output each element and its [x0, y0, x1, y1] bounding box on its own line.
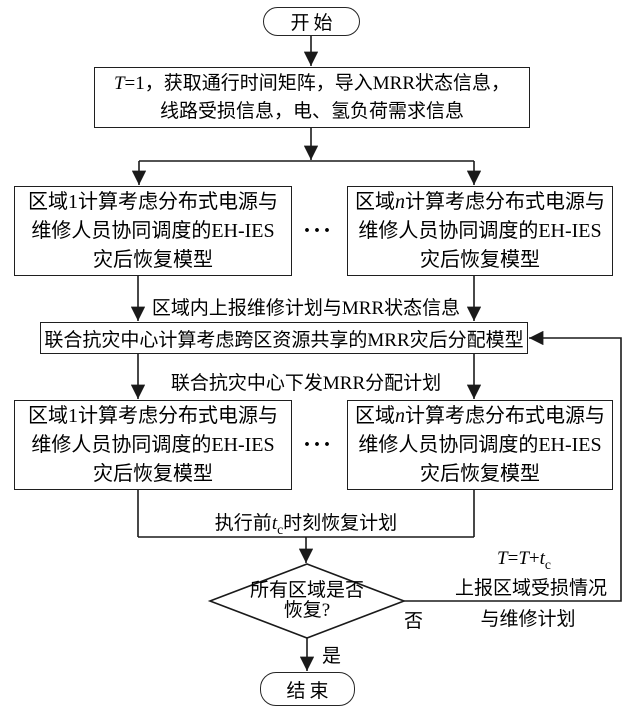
init-line-1: T=1，获取通行时间矩阵，导入MRR状态信息，	[113, 72, 511, 94]
ellipsis-bottom: ···	[302, 432, 333, 458]
region-1-box-top: 区域1计算考虑分布式电源与 维修人员协同调度的EH-IES 灾后恢复模型	[14, 186, 292, 276]
start-terminal: 开始	[263, 7, 360, 36]
ellipsis-top: ···	[302, 218, 333, 244]
feedback-loop-line	[404, 330, 622, 602]
init-box: T=1，获取通行时间矩阵，导入MRR状态信息， 线路受损信息，电、氢负荷需求信息	[94, 67, 530, 128]
report-up-label: 区域内上报维修计划与MRR状态信息	[151, 298, 461, 319]
end-label: 结束	[286, 680, 333, 702]
region-1-box-bottom: 区域1计算考虑分布式电源与 维修人员协同调度的EH-IES 灾后恢复模型	[14, 400, 292, 490]
init-line-2: 线路受损信息，电、氢负荷需求信息	[159, 100, 464, 122]
region-n-box-bottom: 区域n计算考虑分布式电源与 维修人员协同调度的EH-IES 灾后恢复模型	[347, 400, 613, 490]
center-allocation-box: 联合抗灾中心计算考虑跨区资源共享的MRR灾后分配模型	[40, 322, 528, 354]
start-label: 开始	[290, 13, 337, 34]
decision-text: 所有区域是否 恢复?	[249, 580, 364, 621]
feedback-time-label: T=T+tc	[497, 548, 551, 572]
feedback-plan-label: 与维修计划	[480, 609, 576, 630]
no-label: 否	[404, 611, 424, 632]
dispatch-label: 联合抗灾中心下发MRR分配计划	[170, 373, 442, 394]
exec-label: 执行前tc时刻恢复计划	[214, 513, 398, 537]
yes-label: 是	[322, 646, 342, 667]
end-terminal: 结束	[260, 672, 355, 706]
region-n-box-top: 区域n计算考虑分布式电源与 维修人员协同调度的EH-IES 灾后恢复模型	[347, 186, 613, 276]
feedback-report-label: 上报区域受损情况	[454, 578, 607, 599]
